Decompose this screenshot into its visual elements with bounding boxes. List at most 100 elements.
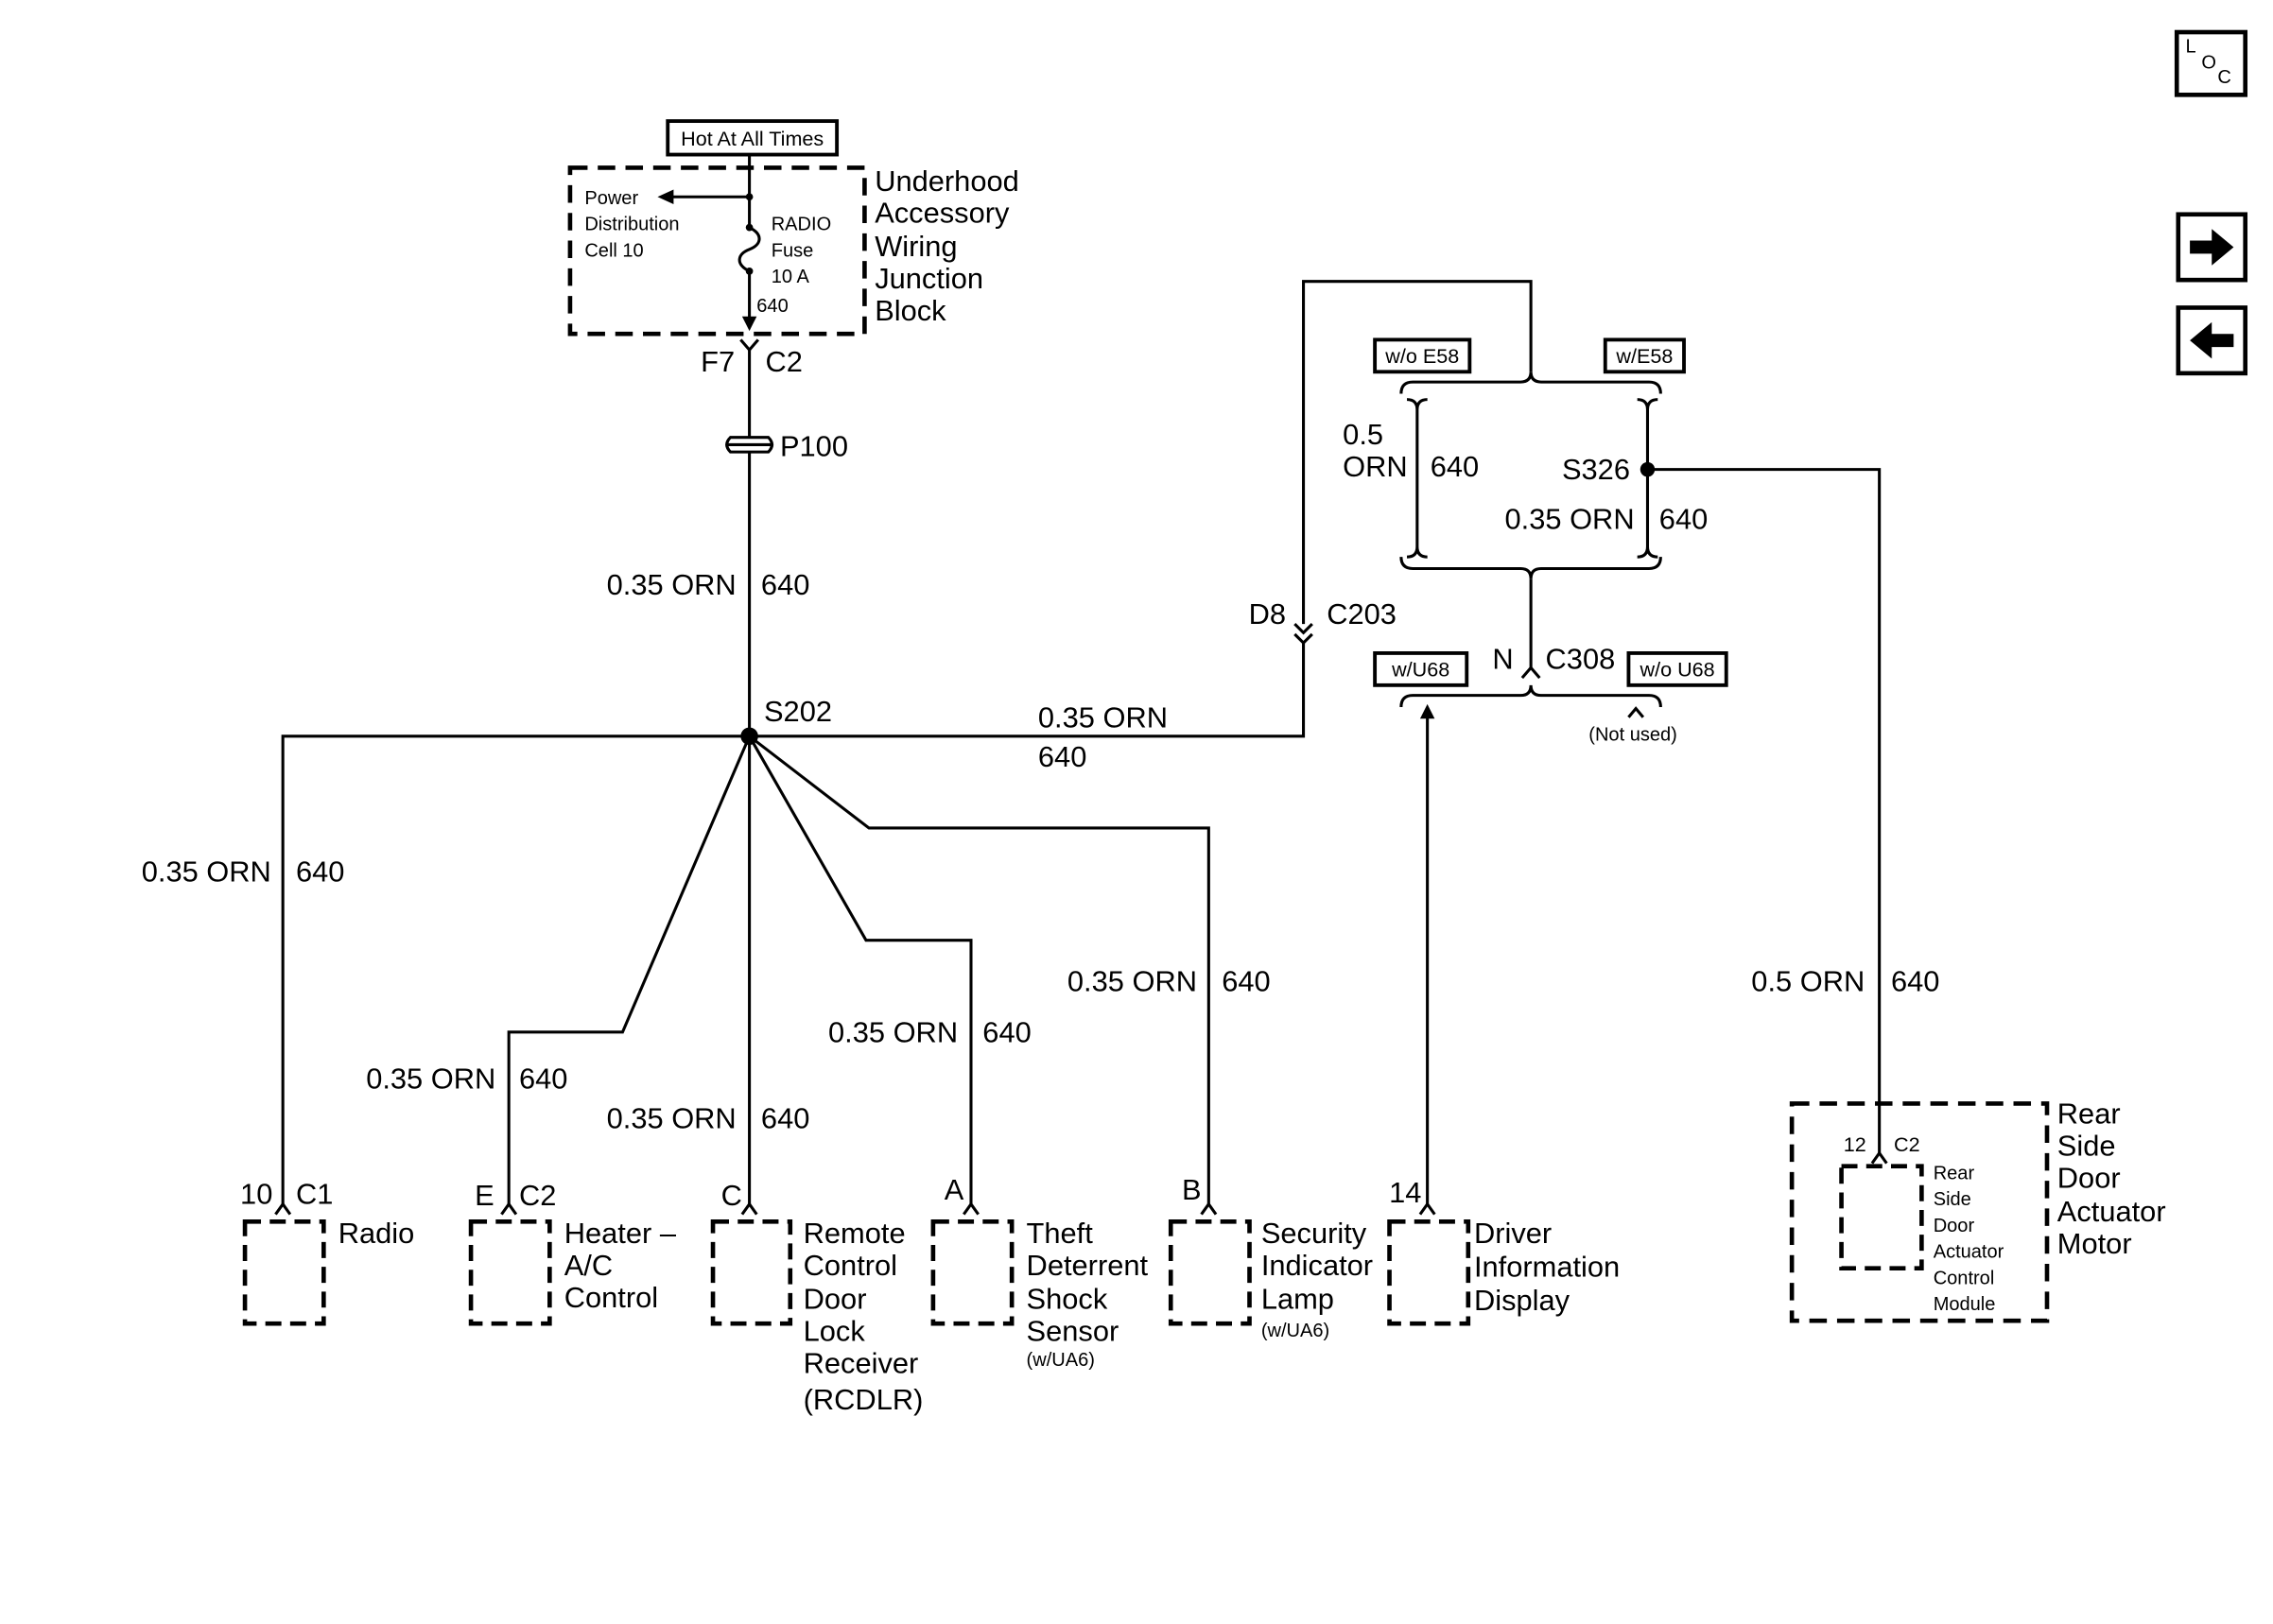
block-name-4: Junction [875,262,983,295]
option-without-e58-box [1373,337,1472,374]
back-button[interactable] [2176,305,2248,376]
splice-s202-dot [740,727,758,746]
rear-motor-name-2: Side [2057,1130,2116,1163]
radio-connector: C1 [296,1178,333,1211]
passthrough-label: P100 [780,429,848,462]
locator-letter-o[interactable]: O [2201,52,2216,73]
theft-sensor-wire-gauge-color: 0.35 ORN [828,1015,958,1048]
wire-s202-to-heater [507,735,752,1204]
hot-at-all-times-label: Hot At All Times [681,127,824,150]
heater-wire-gauge-color: 0.35 ORN [366,1063,495,1096]
heater-name-2: A/C [564,1249,613,1282]
driver-display-name-3: Display [1474,1284,1570,1317]
power-distribution-label-3: Cell 10 [584,240,643,261]
heater-connector: C2 [519,1179,556,1212]
security-lamp-wire-gauge-color: 0.35 ORN [1067,964,1197,997]
radio-outline [242,1218,326,1326]
hot-at-all-times-box [666,119,840,157]
connector-label-c203: C203 [1327,597,1397,631]
heater-wire-circuit: 640 [519,1063,567,1096]
forward-button[interactable] [2176,212,2248,283]
security-lamp-name-1: Security [1261,1217,1367,1250]
wire-without-e58 [1406,398,1428,559]
driver-display-name-1: Driver [1474,1217,1552,1250]
locator-button[interactable]: L O C [2174,29,2248,97]
rear-motor-name-5: Motor [2057,1227,2132,1260]
theft-sensor-outline [930,1218,1015,1326]
rear-module-name-5: Control [1934,1268,1995,1288]
heater-name-1: Heater – [564,1217,677,1250]
power-distribution-label-1: Power [584,188,638,209]
radio-wire-circuit: 640 [296,855,344,889]
rear-motor-wire-gauge-color: 0.5 ORN [1751,964,1865,997]
connector-c203-symbol-upper [1293,622,1313,635]
main-wire-circuit: 640 [761,568,809,601]
locator-letter-l[interactable]: L [2185,36,2195,57]
security-lamp-connector-symbol [1200,1201,1218,1216]
c203-feed-gauge-color: 0.35 ORN [1038,700,1168,734]
connector-cavity-f7: F7 [701,345,735,378]
radio-wire-gauge-color: 0.35 ORN [142,855,271,889]
connector-cavity-n: N [1492,643,1513,676]
with-e58-wire-circuit: 640 [1659,503,1708,536]
radio-name-1: Radio [338,1217,415,1250]
passthrough-p100: P100 [725,429,848,462]
security-lamp-wire-circuit: 640 [1222,964,1270,997]
theft-sensor-option: (w/UA6) [1027,1350,1095,1371]
fuse-circuit-label: 640 [756,296,788,317]
rcdlr-wire-gauge-color: 0.35 ORN [607,1101,737,1134]
rcdlr-name-1: Remote [804,1217,906,1250]
component-radio: 0.35 ORN 640 10 C1 Radio [142,855,415,1326]
block-name-5: Block [875,294,946,327]
arrow-up-icon [1419,703,1435,719]
connector-label-c308: C308 [1546,643,1616,676]
underhood-junction-block-outline [567,165,867,337]
theft-sensor-name-2: Deterrent [1027,1249,1149,1282]
option-with-u68-label: w/U68 [1391,657,1449,681]
connector-c308-symbol [1520,665,1541,680]
power-distribution-label-2: Distribution [584,215,679,235]
fuse-icon [737,226,761,273]
arrow-right-icon[interactable] [2190,229,2234,266]
component-theft-deterrent-shock-sensor: 0.35 ORN 640 A Theft Deterrent Shock Sen… [828,1015,1148,1370]
component-security-indicator-lamp: 0.35 ORN 640 B Security Indicator Lamp (… [1067,964,1373,1341]
splice-s202-label: S202 [764,695,832,728]
theft-sensor-connector-symbol [963,1201,980,1216]
without-e58-wire-circuit: 640 [1431,450,1479,483]
rear-module-name-2: Side [1934,1189,1971,1210]
wire-s202-to-security-lamp [748,734,1210,1204]
rear-module-name-6: Module [1934,1294,1996,1315]
security-lamp-name-2: Indicator [1261,1249,1373,1282]
wire-with-e58 [1637,398,1658,559]
rear-motor-cavity: 12 [1844,1132,1866,1156]
arrow-left-icon[interactable] [2190,321,2234,359]
connector-cavity-d8: D8 [1249,597,1286,631]
without-e58-wire-gauge: 0.5 [1343,418,1383,451]
theft-sensor-name-3: Shock [1027,1283,1108,1316]
main-wire-gauge-color: 0.35 ORN [607,568,737,601]
option-without-u68-box [1626,650,1728,687]
rcdlr-outline [710,1218,793,1326]
option-with-e58-box [1603,337,1686,374]
theft-sensor-name-1: Theft [1027,1217,1094,1250]
arrow-down-icon [741,316,757,332]
rear-module-name-1: Rear [1934,1163,1975,1183]
component-rear-side-door-actuator-motor: 0.5 ORN 640 12 C2 Rear Side Door Actuato… [1751,964,2166,1323]
fuse-label-1: RADIO [772,215,831,235]
rear-motor-connector-symbol [1870,1150,1888,1165]
wire-c203-to-e58-option [1302,280,1533,625]
rear-motor-name-1: Rear [2057,1097,2121,1131]
option-without-u68-label: w/o U68 [1640,657,1715,681]
component-driver-information-display: 14 Driver Information Display [1387,1176,1620,1326]
rear-motor-outline [1789,1101,2050,1323]
rear-motor-wire-circuit: 640 [1891,964,1939,997]
locator-icon[interactable] [2174,29,2248,97]
power-source: Hot At All Times Power Distribution Cell… [567,119,1019,378]
fuse-label-3: 10 A [772,267,810,287]
theft-sensor-name-4: Sensor [1027,1314,1119,1347]
driver-display-name-2: Information [1474,1251,1620,1284]
with-e58-wire-gauge-color: 0.35 ORN [1505,503,1635,536]
driver-display-cavity: 14 [1389,1176,1421,1209]
locator-letter-c[interactable]: C [2217,67,2230,88]
